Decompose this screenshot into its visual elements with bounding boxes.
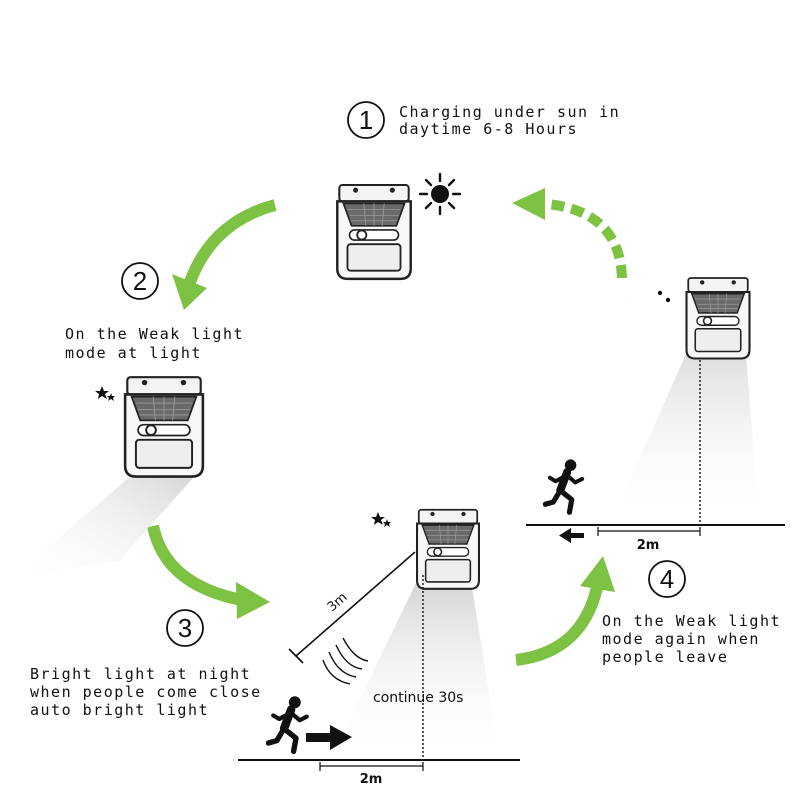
range-tick — [288, 648, 304, 664]
step-3-text-line-2: when people come close — [30, 683, 262, 701]
step-1-number: 1 — [359, 105, 373, 135]
step-3-badge — [166, 609, 204, 647]
arrow-head — [236, 582, 270, 619]
step-4-text-line-1: On the Weak light — [602, 612, 781, 630]
arrow-head — [172, 274, 207, 310]
solar-lamp-icon — [685, 276, 751, 360]
running-person-icon — [268, 696, 306, 751]
motion-wave-icon — [322, 637, 369, 685]
distance-label: 2m — [637, 538, 660, 553]
solar-lamp-icon — [123, 375, 205, 478]
cycle-arrows — [147, 188, 627, 666]
step-4-badge — [648, 560, 686, 598]
step-2-text-line-1: On the Weak light — [65, 325, 244, 343]
duration-label: continue 30s — [373, 690, 463, 706]
approach-arrow — [306, 725, 352, 750]
arrow-step1-to-step2 — [184, 199, 277, 285]
arrow-step3-to-step4 — [515, 581, 604, 666]
step-1: 1 Charging under sun in daytime 6-8 Hour… — [336, 101, 620, 281]
step-2: 2 On the Weak light mode at light — [10, 262, 244, 580]
step-4-text-line-2: mode again when — [602, 630, 760, 648]
weak-light-beam — [610, 345, 760, 525]
running-person-icon — [545, 459, 582, 512]
step-3: 3 Bright light at night when people come… — [30, 505, 520, 787]
distance-label: 2m — [360, 772, 383, 787]
step-1-text-line-2: daytime 6-8 Hours — [399, 120, 578, 138]
leave-arrow — [559, 528, 584, 543]
step-1-text-line-1: Charging under sun in — [399, 103, 620, 121]
step-4: 4 On the Weak light mode again when peop… — [526, 276, 785, 666]
step-3-text-line-3: auto bright light — [30, 701, 209, 719]
arrow-step4-to-step1 — [547, 199, 627, 279]
step-4-text-line-3: people leave — [602, 648, 728, 666]
step-2-number: 2 — [133, 266, 147, 296]
step-4-number: 4 — [660, 564, 674, 594]
step-3-text-line-1: Bright light at night — [30, 665, 251, 683]
moon-stars-icon — [77, 377, 115, 405]
step-3-number: 3 — [178, 613, 192, 643]
arrow-head — [512, 188, 545, 220]
bright-light-beam — [330, 575, 500, 760]
sun-icon — [418, 172, 462, 216]
solar-lamp-icon — [415, 508, 481, 590]
step-1-badge — [347, 101, 385, 139]
moon-stars-icon — [352, 505, 391, 533]
arrow-step2-to-step3 — [147, 524, 244, 606]
range-line — [295, 551, 416, 657]
arrow-head — [580, 556, 615, 592]
solar-lamp-icon — [336, 183, 412, 281]
weak-light-beam — [10, 468, 200, 580]
step-2-badge — [121, 262, 159, 300]
moon-stars-icon — [629, 286, 671, 314]
step-2-text-line-2: mode at light — [65, 344, 202, 362]
